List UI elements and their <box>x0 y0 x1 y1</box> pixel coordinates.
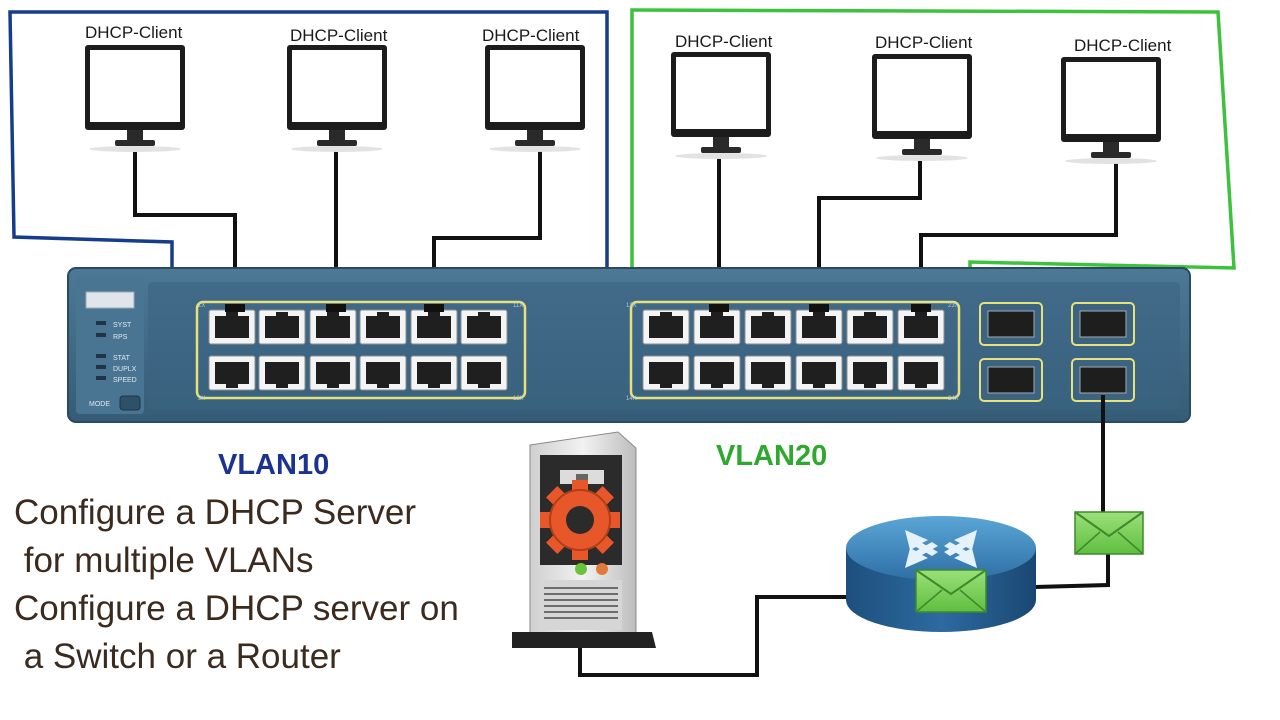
client-monitor <box>485 45 585 152</box>
client-monitor <box>1061 57 1161 164</box>
client-monitor <box>872 54 972 161</box>
switch-display <box>85 291 135 309</box>
uplink-cable <box>1034 395 1110 589</box>
led-label: SYST <box>113 322 132 329</box>
led-label: STAT <box>113 355 131 362</box>
client-monitor <box>85 45 185 152</box>
led-label: DUPLX <box>113 366 137 373</box>
client-label: DHCP-Client <box>1074 36 1172 55</box>
caption-line: Configure a DHCP Server <box>14 493 416 532</box>
caption-line: Configure a DHCP server on <box>14 589 459 628</box>
led-label: RPS <box>113 334 128 341</box>
client-cables <box>133 150 1118 310</box>
switch-control-panel <box>76 276 144 414</box>
vlan20-region-border <box>630 8 1236 288</box>
port-marker: 13X <box>626 303 637 309</box>
port-marker: 11X <box>513 303 523 309</box>
vlan10-region-border <box>8 10 609 298</box>
client-monitor <box>671 52 771 159</box>
port-group-left <box>195 300 527 400</box>
client-label: DHCP-Client <box>875 33 973 52</box>
port-marker: 12X <box>513 396 524 402</box>
gear-icon <box>540 480 620 560</box>
port-marker: 23X <box>948 303 959 309</box>
network-switch: SYST RPS STAT DUPLX SPEED MODE 1X 11X 2X… <box>67 267 1191 423</box>
client-label: DHCP-Client <box>482 26 580 45</box>
vlan10-label: VLAN10 <box>218 449 329 481</box>
client-label: DHCP-Client <box>290 26 388 45</box>
port-group-right <box>629 300 961 400</box>
mode-button[interactable] <box>119 395 141 411</box>
client-label: DHCP-Client <box>675 32 773 51</box>
vlan20-label: VLAN20 <box>716 440 827 472</box>
port-marker: 2X <box>198 396 205 402</box>
server-router-cable <box>578 595 852 677</box>
port-marker: 24X <box>948 396 959 402</box>
client-monitor <box>287 45 387 152</box>
client-label: DHCP-Client <box>85 23 183 42</box>
port-plugs <box>225 304 931 312</box>
led-label: SPEED <box>113 377 137 384</box>
mode-label: MODE <box>89 401 110 408</box>
caption-line: for multiple VLANs <box>14 541 314 580</box>
port-marker: 1X <box>198 303 205 309</box>
envelope-icon <box>1074 511 1144 555</box>
caption-line: a Switch or a Router <box>14 637 341 676</box>
switch-leds: SYST RPS STAT DUPLX SPEED <box>96 321 137 384</box>
envelope-icon <box>915 569 987 613</box>
port-marker: 14X <box>626 396 637 402</box>
